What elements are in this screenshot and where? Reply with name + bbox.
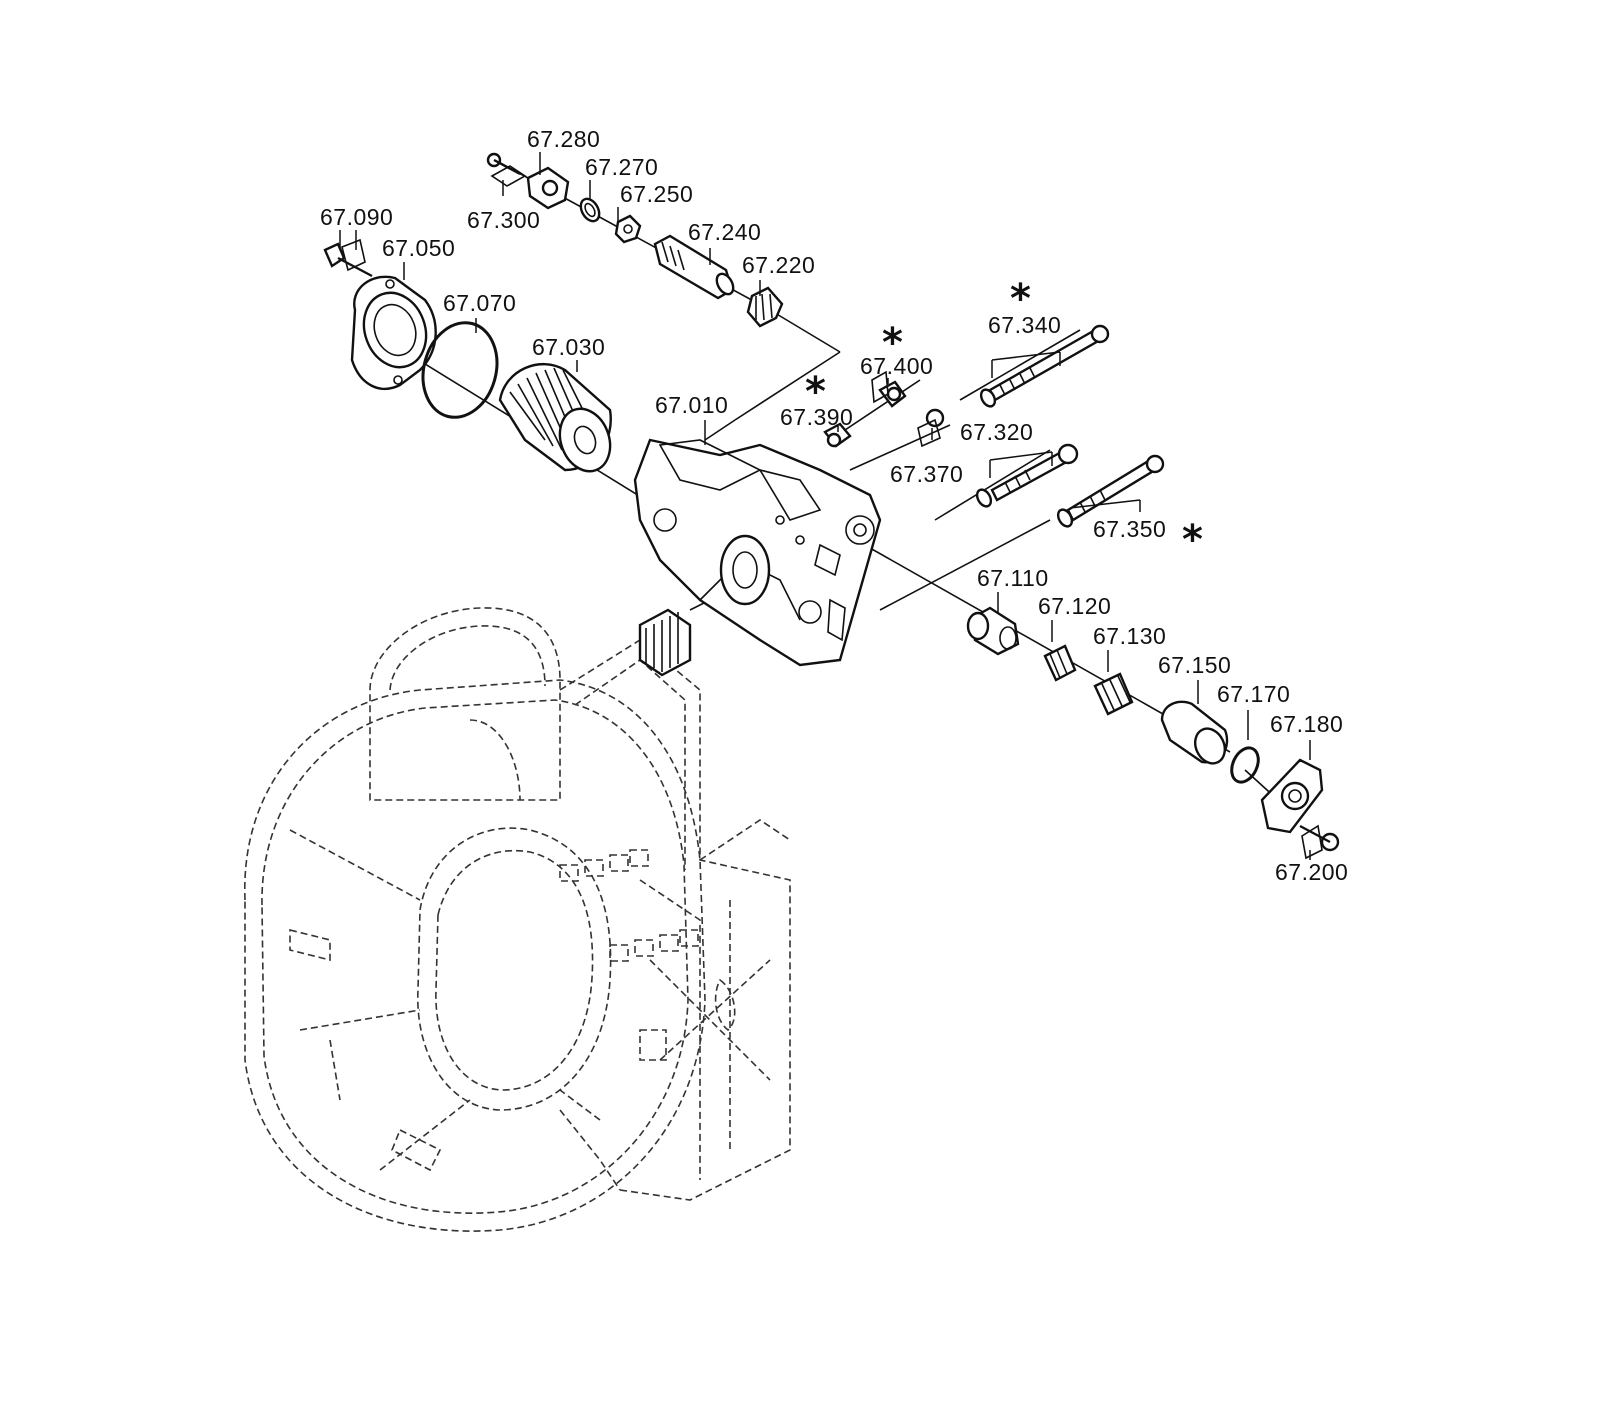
- cover-67050-icon: [350, 275, 437, 390]
- screw-67320-icon: [975, 443, 1079, 508]
- label-67400: 67.400: [860, 353, 933, 379]
- cover-plate-67180-icon: [1260, 758, 1324, 834]
- label-67370: 67.370: [890, 461, 963, 487]
- label-brackets: [339, 152, 1311, 860]
- label-67340: 67.340: [988, 312, 1061, 338]
- transmission-housing-outline: [244, 607, 791, 1232]
- label-67250: 67.250: [620, 181, 693, 207]
- nozzle-67400-icon: [871, 370, 907, 408]
- label-67240: 67.240: [688, 219, 761, 245]
- label-67320: 67.320: [960, 419, 1033, 445]
- plug-67370-icon: [917, 408, 945, 448]
- marker-67400: *: [882, 320, 903, 366]
- flange-67280-icon: [526, 166, 570, 210]
- bolt-67200-icon: [1299, 824, 1340, 860]
- marker-67390: *: [805, 369, 826, 415]
- pump-housing-67010-icon: [633, 438, 882, 667]
- label-67130: 67.130: [1093, 623, 1166, 649]
- label-67220: 67.220: [742, 252, 815, 278]
- filter-67030-icon: [498, 362, 612, 473]
- label-67300: 67.300: [467, 207, 540, 233]
- spring-67220-icon: [746, 286, 784, 328]
- sleeve-67150-icon: [1160, 700, 1229, 765]
- label-67050: 67.050: [382, 235, 455, 261]
- label-67200: 67.200: [1275, 859, 1348, 885]
- label-67390: 67.390: [780, 404, 853, 430]
- label-67350: 67.350: [1093, 516, 1166, 542]
- label-67070: 67.070: [443, 290, 516, 316]
- spring-67130-icon: [1093, 672, 1134, 716]
- label-67270: 67.270: [585, 154, 658, 180]
- bolt-67300-icon: [486, 152, 527, 187]
- label-67120: 67.120: [1038, 593, 1111, 619]
- label-67030: 67.030: [532, 334, 605, 360]
- nut-67250-icon: [614, 214, 642, 244]
- label-67110: 67.110: [977, 565, 1049, 591]
- label-67150: 67.150: [1158, 652, 1231, 678]
- ring-67270-icon: [579, 197, 601, 223]
- marker-67340: *: [1010, 276, 1031, 322]
- label-67180: 67.180: [1270, 711, 1343, 737]
- label-67090: 67.090: [320, 204, 393, 230]
- asterisk-markers: * * * *: [805, 276, 1203, 563]
- label-67170: 67.170: [1217, 681, 1290, 707]
- piston-67110-icon: [966, 606, 1020, 656]
- label-67010: 67.010: [655, 392, 728, 418]
- label-67280: 67.280: [527, 126, 600, 152]
- input-shaft-icon: [638, 608, 692, 677]
- bolt-67090-icon: [323, 238, 373, 278]
- screw-67340-icon: [979, 324, 1110, 408]
- marker-67350: *: [1182, 517, 1203, 563]
- valve-spool-67240-icon: [653, 234, 735, 300]
- part-labels: 67.280 67.270 67.250 67.300 67.240 67.22…: [320, 126, 1348, 885]
- o-ring-67170-icon: [1230, 746, 1260, 784]
- plug-67390-icon: [823, 422, 852, 448]
- o-ring-67070-icon: [421, 321, 499, 419]
- spring-67120-icon: [1043, 644, 1077, 682]
